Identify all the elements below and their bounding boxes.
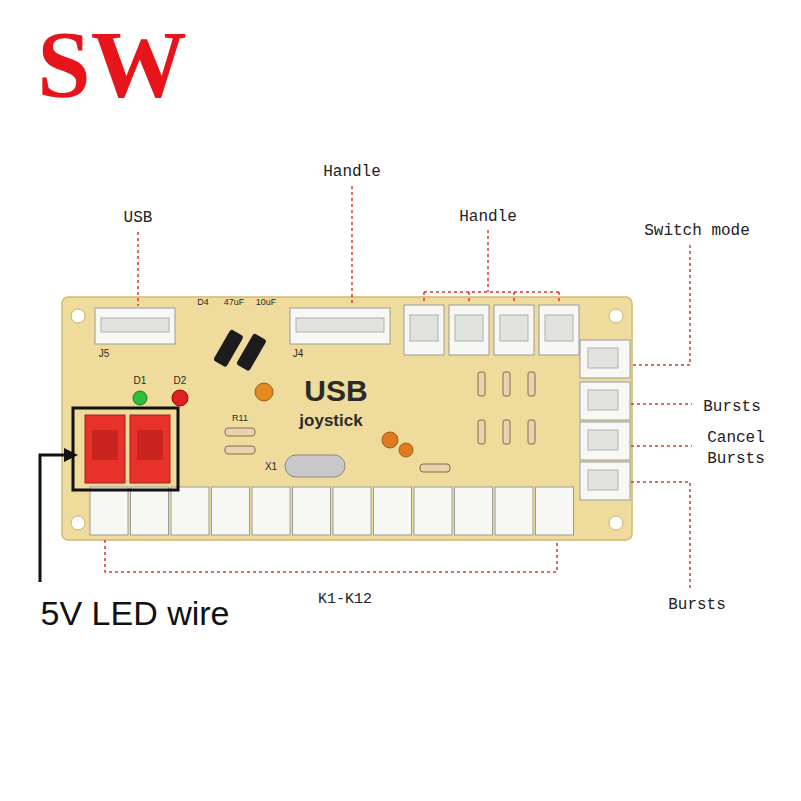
resistor-symbol (225, 428, 255, 436)
bracket-line (105, 540, 557, 572)
connector-slot (296, 318, 384, 332)
button-connector (293, 487, 331, 535)
connector-slot (455, 315, 483, 341)
silkscreen-label: J5 (99, 347, 110, 360)
callout-label: Bursts (703, 397, 761, 418)
resistor-symbol (503, 372, 510, 396)
button-connector (455, 487, 493, 535)
pcb-board (62, 297, 632, 540)
silkscreen-label: R11 (232, 413, 248, 425)
connector-slot (137, 430, 163, 460)
silkscreen-label: X1 (265, 460, 277, 473)
button-connector (414, 487, 452, 535)
callout-label: Handle (459, 207, 517, 228)
handle-connector (539, 305, 579, 355)
button-connector (171, 487, 209, 535)
button-connector (131, 487, 169, 535)
leader-line (351, 186, 353, 306)
button-connector (90, 487, 128, 535)
silkscreen-label: D2 (174, 374, 187, 387)
handle-connector (290, 308, 390, 344)
button-connector (495, 487, 533, 535)
mode-connector (580, 462, 630, 500)
mode-connector (580, 340, 630, 378)
mode-connector (580, 422, 630, 460)
callout-label: Bursts (668, 595, 726, 616)
callout-label: USB (124, 208, 153, 229)
leader-lines (105, 186, 692, 590)
resistor-symbol (478, 372, 485, 396)
leader-line (631, 482, 690, 590)
mode-connector (580, 382, 630, 420)
resistor-symbol (225, 446, 255, 454)
pointer-arrow (40, 455, 64, 582)
crystal (285, 455, 345, 477)
arrow-head (64, 448, 78, 462)
silkscreen-label: joystick (299, 410, 362, 432)
connector-slot (92, 430, 118, 460)
callout-label: 5V LED wire (41, 591, 230, 635)
mounting-hole (71, 516, 85, 530)
resistor-symbol (503, 420, 510, 444)
resistor-symbol (478, 420, 485, 444)
leader-line (631, 445, 692, 447)
callout-label: Switch mode (644, 221, 750, 242)
mounting-hole (71, 309, 85, 323)
electrolytic-capacitor (236, 333, 267, 372)
connector-slot (588, 348, 618, 368)
diode-symbol (420, 464, 450, 472)
led-power-connector (130, 415, 170, 483)
mounting-hole (609, 309, 623, 323)
usb-connector (95, 308, 175, 344)
brand-mark: SW (37, 3, 186, 128)
connector-slot (410, 315, 438, 341)
callout-label: Cancel Bursts (701, 428, 771, 470)
ceramic-capacitor (399, 443, 413, 457)
handle-connector (404, 305, 444, 355)
leader-line (137, 232, 139, 306)
button-connector (252, 487, 290, 535)
handle-connector (449, 305, 489, 355)
leader-line (631, 245, 690, 365)
silkscreen-label: J4 (293, 347, 304, 360)
button-connector (536, 487, 574, 535)
connector-slot (588, 470, 618, 490)
resistor-symbol (528, 372, 535, 396)
button-connector (374, 487, 412, 535)
leader-line (424, 230, 559, 304)
resistor-symbol (528, 420, 535, 444)
callout-label: Handle (323, 162, 381, 183)
ceramic-capacitor (382, 432, 398, 448)
button-connector (333, 487, 371, 535)
silkscreen-label: 10uF (256, 297, 277, 309)
silkscreen-label: D1 (134, 374, 147, 387)
silkscreen-label: 47uF (224, 297, 245, 309)
connector-slot (545, 315, 573, 341)
connector-slot (500, 315, 528, 341)
leader-line (631, 403, 692, 405)
silkscreen-title: USB (304, 371, 367, 410)
silkscreen-label: D4 (197, 297, 209, 309)
ceramic-capacitor (255, 383, 273, 401)
highlight-box (73, 408, 178, 490)
green-led (133, 391, 147, 405)
red-led (172, 390, 188, 406)
mounting-hole (609, 516, 623, 530)
callout-label: K1-K12 (318, 590, 372, 610)
handle-connector (494, 305, 534, 355)
led-power-connector (85, 415, 125, 483)
connector-slot (101, 318, 169, 332)
connector-slot (588, 430, 618, 450)
connector-slot (588, 390, 618, 410)
button-connector (212, 487, 250, 535)
